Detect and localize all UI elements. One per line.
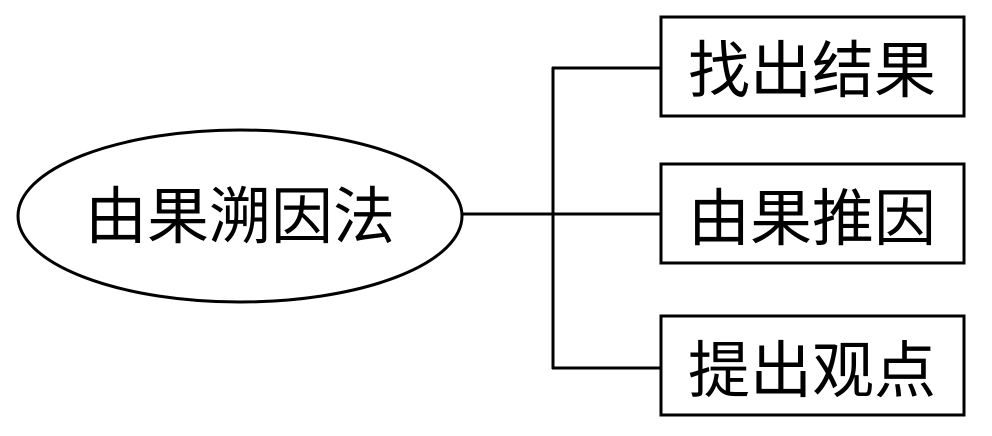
child-node-box-1 — [659, 15, 966, 118]
root-node-ellipse — [16, 128, 464, 304]
root-node-label: 由果溯因法 — [85, 180, 395, 253]
child-node-label-3: 提出观点 — [688, 334, 936, 407]
child-node-label-2: 由果推因 — [688, 182, 936, 255]
child-node-label-1: 找出结果 — [688, 34, 936, 107]
child-node-box-3 — [659, 314, 966, 417]
child-node-box-2 — [659, 162, 966, 265]
